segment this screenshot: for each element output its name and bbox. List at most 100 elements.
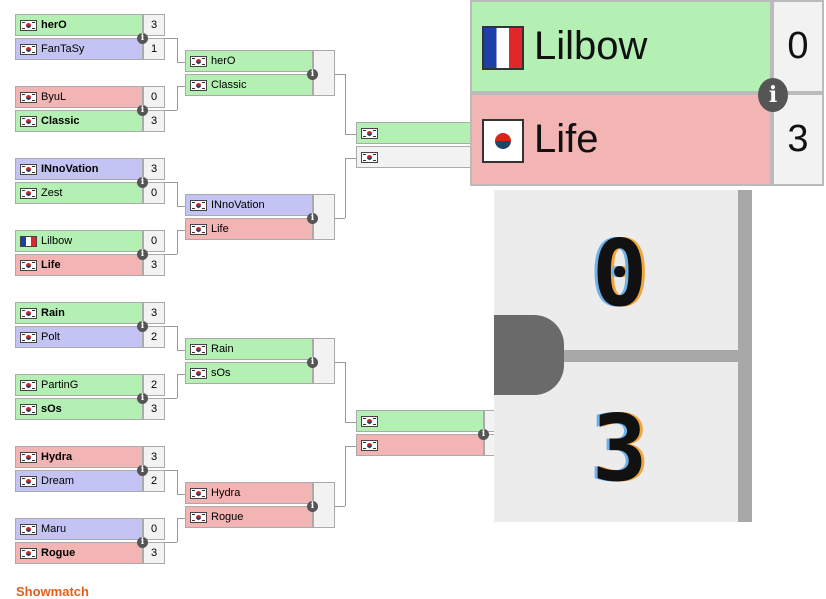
player-slot[interactable]: sOs (185, 362, 313, 384)
player-name: herO (41, 19, 67, 31)
player-slot[interactable]: Rain (185, 338, 313, 360)
bracket-connector (335, 362, 345, 363)
info-icon[interactable]: i (307, 501, 318, 512)
player-score: 3 (143, 254, 165, 276)
bracket-connector (177, 206, 185, 207)
player-slot[interactable] (356, 146, 484, 168)
player-slot[interactable]: Life (15, 254, 143, 276)
player-slot[interactable]: herO (15, 14, 143, 36)
player-slot[interactable] (356, 434, 484, 456)
info-icon[interactable]: i (478, 429, 489, 440)
player-name: Hydra (41, 451, 73, 463)
player-slot[interactable]: Rogue (185, 506, 313, 528)
player-score: 2 (143, 470, 165, 492)
bracket-connector (177, 38, 178, 62)
player-name: Maru (41, 523, 67, 535)
player-name: INnoVation (211, 199, 265, 211)
info-icon[interactable]: i (137, 177, 148, 188)
bracket-connector (177, 230, 178, 254)
player-name: PartinG (41, 379, 79, 391)
player-slot[interactable]: Rogue (15, 542, 143, 564)
player-name: sOs (211, 367, 231, 379)
flag-icon (190, 200, 207, 211)
player-slot[interactable]: Rain (15, 302, 143, 324)
info-icon[interactable]: i (137, 105, 148, 116)
info-icon[interactable]: i (137, 33, 148, 44)
player-name: FanTaSy (41, 43, 85, 55)
flag-icon (361, 416, 378, 427)
player-score: 3 (143, 398, 165, 420)
player-slot[interactable]: Hydra (185, 482, 313, 504)
bracket-connector (165, 254, 177, 255)
connector-block (494, 315, 564, 395)
player-slot[interactable] (356, 410, 484, 432)
zoom-player-row[interactable]: Life (470, 93, 772, 186)
flag-icon (20, 476, 37, 487)
zoomed-score-detail: 0 3 (494, 190, 752, 522)
player-score: 0 (143, 182, 165, 204)
player-slot[interactable]: ByuL (15, 86, 143, 108)
player-score: 3 (143, 302, 165, 324)
player-slot[interactable]: Classic (185, 74, 313, 96)
bracket-connector (177, 494, 185, 495)
flag-icon (20, 332, 37, 343)
info-icon[interactable]: i (307, 213, 318, 224)
player-slot[interactable]: Maru (15, 518, 143, 540)
flag-icon (20, 524, 37, 535)
info-icon[interactable]: i (137, 465, 148, 476)
flag-icon (20, 404, 37, 415)
player-slot[interactable]: Dream (15, 470, 143, 492)
player-slot[interactable]: FanTaSy (15, 38, 143, 60)
flag-icon (20, 44, 37, 55)
player-slot[interactable]: herO (185, 50, 313, 72)
player-name: Zest (41, 187, 63, 199)
player-slot[interactable]: Life (185, 218, 313, 240)
player-slot[interactable]: Polt (15, 326, 143, 348)
bracket-connector (165, 326, 177, 327)
bracket-connector (345, 134, 356, 135)
bracket-connector (177, 350, 185, 351)
flag-icon (20, 92, 37, 103)
flag-icon (20, 20, 37, 31)
flag-icon (20, 308, 37, 319)
bracket-connector (165, 182, 177, 183)
info-icon[interactable]: i (137, 249, 148, 260)
player-slot[interactable]: Lilbow (15, 230, 143, 252)
bracket-connector (177, 182, 178, 206)
bracket-connector (335, 74, 345, 75)
player-name: INnoVation (41, 163, 99, 175)
info-icon[interactable]: i (307, 357, 318, 368)
info-icon[interactable]: i (137, 537, 148, 548)
bracket-connector (345, 158, 346, 218)
player-name: Life (211, 223, 229, 235)
flag-icon (20, 164, 37, 175)
flag-icon (190, 368, 207, 379)
player-slot[interactable]: INnoVation (185, 194, 313, 216)
bracket-connector (165, 110, 177, 111)
flag-icon (190, 344, 207, 355)
player-slot[interactable]: Zest (15, 182, 143, 204)
player-name: Lilbow (41, 235, 73, 247)
player-score: 1 (143, 38, 165, 60)
player-slot[interactable]: INnoVation (15, 158, 143, 180)
player-slot[interactable]: Classic (15, 110, 143, 132)
player-score: 3 (143, 158, 165, 180)
info-icon[interactable]: i (307, 69, 318, 80)
flag-icon (482, 119, 524, 163)
zoom-player-row[interactable]: Lilbow (470, 0, 772, 93)
info-icon[interactable]: i (137, 321, 148, 332)
player-slot[interactable] (356, 122, 484, 144)
flag-icon (361, 440, 378, 451)
bracket-connector (345, 362, 346, 422)
info-icon[interactable]: i (758, 78, 788, 112)
bracket-connector (177, 470, 178, 494)
flag-icon (190, 512, 207, 523)
player-slot[interactable]: PartinG (15, 374, 143, 396)
info-icon[interactable]: i (137, 393, 148, 404)
flag-icon (190, 80, 207, 91)
player-name: Polt (41, 331, 60, 343)
player-slot[interactable]: sOs (15, 398, 143, 420)
player-score: 3 (143, 542, 165, 564)
player-slot[interactable]: Hydra (15, 446, 143, 468)
